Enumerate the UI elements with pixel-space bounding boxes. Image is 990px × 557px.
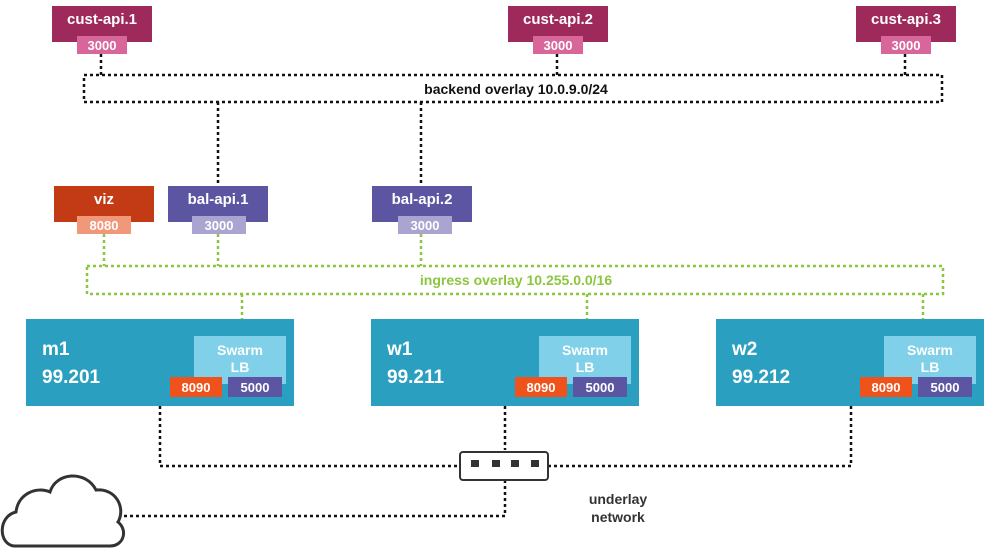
underlay-network-label: underlay network	[568, 490, 668, 526]
swarm-lb-label: Swarm	[907, 342, 953, 358]
service-name: cust-api.2	[522, 11, 594, 28]
swarm-lb: Swarm LB	[884, 336, 976, 384]
bal-api-1-service: bal-api.1	[168, 186, 268, 222]
service-name: viz	[93, 191, 114, 208]
node-w1: w1 99.211 Swarm LB 8090 5000	[371, 319, 639, 406]
bal-api-1-port: 3000	[192, 216, 246, 234]
service-name: bal-api.2	[391, 191, 453, 208]
port-8090: 8090	[860, 377, 912, 397]
swarm-lb-label-2: LB	[575, 359, 595, 375]
swarm-lb: Swarm LB	[194, 336, 286, 384]
cust-api-1-service: cust-api.1	[52, 6, 152, 42]
cloud-icon	[0, 474, 126, 548]
underlay-label-line-2: network	[591, 509, 645, 525]
service-name: bal-api.1	[187, 191, 249, 208]
node-ip: 99.201	[42, 367, 101, 388]
bal-api-2-port: 3000	[398, 216, 452, 234]
cust-api-3-port: 3000	[881, 36, 931, 54]
node-w2: w2 99.212 Swarm LB 8090 5000	[716, 319, 984, 406]
ingress-overlay-label: ingress overlay 10.255.0.0/16	[396, 270, 636, 290]
swarm-lb-label: Swarm	[217, 342, 263, 358]
port-5000: 5000	[228, 377, 282, 397]
node-m1: m1 99.201 Swarm LB 8090 5000	[26, 319, 294, 406]
port-5000: 5000	[918, 377, 972, 397]
service-name: cust-api.1	[66, 11, 138, 28]
service-name: cust-api.3	[870, 11, 942, 28]
ingress-overlay-band	[85, 264, 945, 296]
cust-api-2-port: 3000	[533, 36, 583, 54]
backend-overlay-band	[82, 73, 944, 104]
swarm-lb-label-2: LB	[920, 359, 940, 375]
node-name: m1	[42, 339, 70, 360]
node-name: w1	[387, 339, 413, 360]
swarm-lb-label: Swarm	[562, 342, 608, 358]
node-name: w2	[732, 339, 758, 360]
port-5000: 5000	[573, 377, 627, 397]
cust-api-1-port: 3000	[77, 36, 127, 54]
underlay-label-line-1: underlay	[588, 491, 648, 507]
backend-overlay-label: backend overlay 10.0.9.0/24	[396, 78, 636, 100]
port-8090: 8090	[170, 377, 222, 397]
viz-port: 8080	[77, 216, 131, 234]
network-switch-icon	[459, 451, 549, 481]
port-8090: 8090	[515, 377, 567, 397]
swarm-lb: Swarm LB	[539, 336, 631, 384]
node-ip: 99.211	[387, 367, 445, 388]
swarm-lb-label-2: LB	[230, 359, 250, 375]
node-ip: 99.212	[732, 367, 791, 388]
